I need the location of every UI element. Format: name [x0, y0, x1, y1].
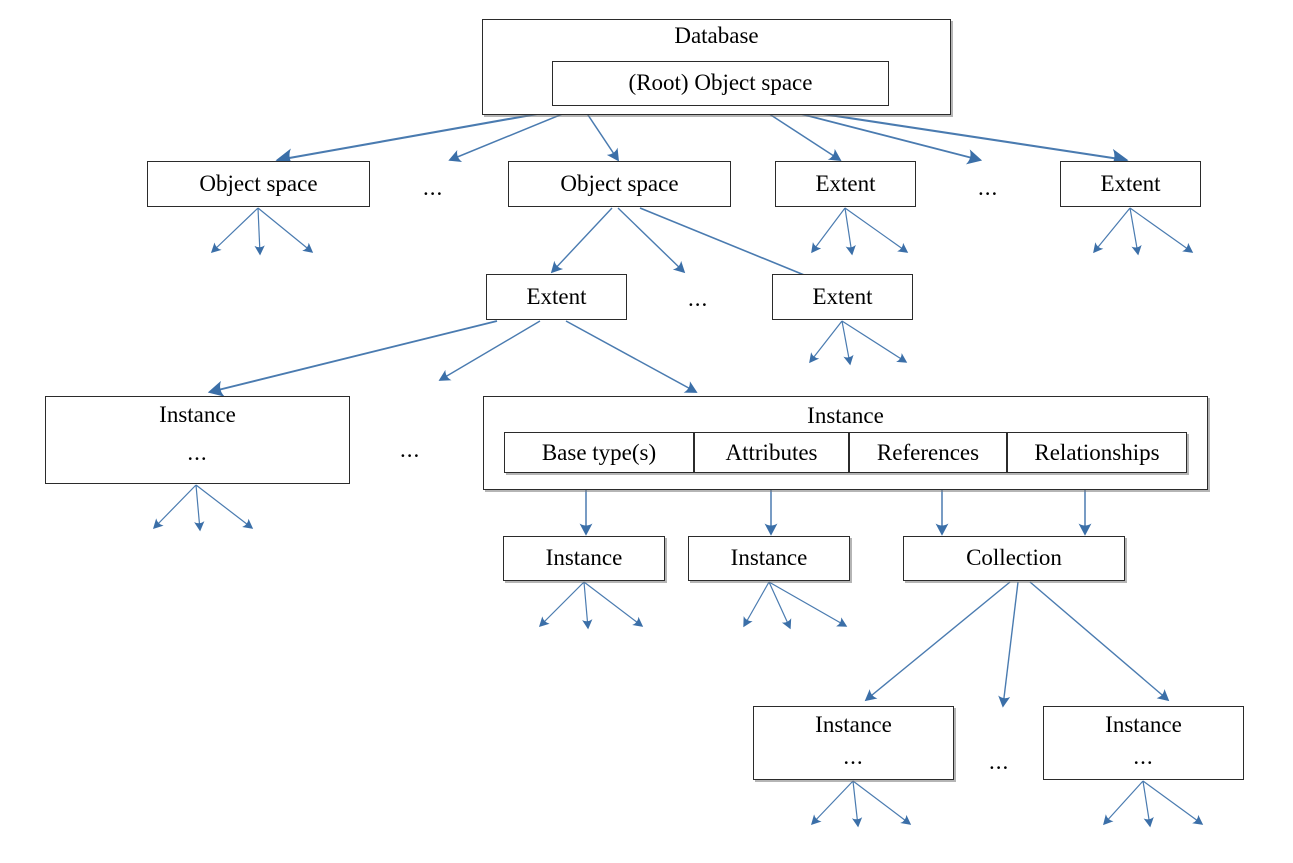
ellipsis-instance-row: ... — [400, 437, 421, 462]
node-instance-left[interactable]: Instance ... — [45, 396, 350, 484]
node-collection-label: Collection — [966, 545, 1062, 571]
node-object-space-mid-label: Object space — [560, 170, 679, 196]
node-extent-row2-a[interactable]: Extent — [775, 161, 916, 207]
field-base-types-label: Base type(s) — [541, 439, 657, 465]
node-extent-row3-b-label: Extent — [812, 283, 873, 309]
node-instance-detail-label: Instance — [807, 403, 884, 428]
node-collection[interactable]: Collection — [903, 536, 1125, 581]
node-instance-left-ellipsis: ... — [187, 440, 208, 466]
node-extent-row2-b-label: Extent — [1100, 170, 1161, 196]
field-base-types[interactable]: Base type(s) — [504, 432, 694, 473]
ellipsis-row3: ... — [688, 286, 709, 311]
node-extent-row2-b[interactable]: Extent — [1060, 161, 1201, 207]
node-database-label: Database — [674, 23, 759, 48]
node-instance-collection-left-ellipsis: ... — [843, 744, 864, 770]
field-references-label: References — [876, 439, 980, 465]
node-instance-attribute[interactable]: Instance — [688, 536, 850, 581]
field-relationships[interactable]: Relationships — [1007, 432, 1187, 473]
node-instance-basetype-label: Instance — [545, 545, 623, 571]
ellipsis-bottom: ... — [989, 749, 1010, 774]
node-instance-basetype[interactable]: Instance — [503, 536, 665, 581]
field-relationships-label: Relationships — [1034, 439, 1160, 465]
node-object-space-left-label: Object space — [199, 170, 318, 196]
field-attributes[interactable]: Attributes — [694, 432, 849, 473]
field-attributes-label: Attributes — [725, 439, 818, 465]
node-instance-collection-right[interactable]: Instance ... — [1043, 706, 1244, 780]
node-instance-collection-right-label: Instance — [1105, 712, 1182, 737]
node-instance-collection-left-label: Instance — [815, 712, 892, 737]
node-object-space-mid[interactable]: Object space — [508, 161, 731, 207]
node-extent-row2-a-label: Extent — [815, 170, 876, 196]
node-instance-left-label: Instance — [159, 402, 236, 427]
node-root-object-space[interactable]: (Root) Object space — [552, 61, 889, 106]
node-instance-collection-left[interactable]: Instance ... — [753, 706, 954, 780]
node-extent-row3-a-label: Extent — [526, 283, 587, 309]
field-references[interactable]: References — [849, 432, 1007, 473]
node-extent-row3-b[interactable]: Extent — [772, 274, 913, 320]
ellipsis-row2-left: ... — [423, 175, 444, 200]
edges — [152, 104, 1204, 828]
node-instance-collection-right-ellipsis: ... — [1133, 744, 1154, 770]
node-extent-row3-a[interactable]: Extent — [486, 274, 627, 320]
node-instance-attribute-label: Instance — [730, 545, 808, 571]
node-object-space-left[interactable]: Object space — [147, 161, 370, 207]
ellipsis-row2-right: ... — [978, 175, 999, 200]
node-root-object-space-label: (Root) Object space — [628, 70, 813, 96]
